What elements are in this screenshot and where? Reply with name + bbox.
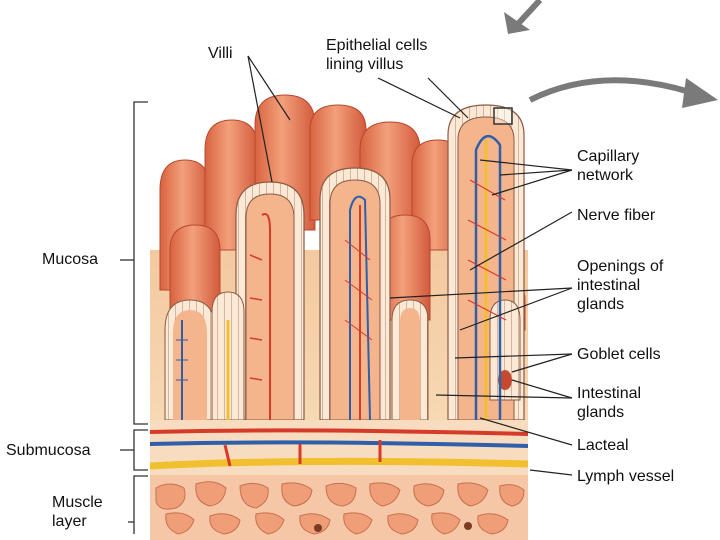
label-nerve-fiber: Nerve fiber (577, 207, 656, 224)
label-epithelial-cells: Epithelial cells lining villus (326, 37, 428, 73)
layer-brackets (120, 101, 148, 534)
label-openings-of-glands: Openings of intestinal glands (577, 258, 664, 313)
label-submucosa: Submucosa (6, 442, 91, 459)
label-villi: Villi (208, 45, 233, 62)
label-lymph-vessel: Lymph vessel (577, 468, 675, 485)
pointer-arrow-icon (504, 12, 530, 34)
muscle-layer (150, 475, 528, 540)
submucosa-layer (149, 420, 529, 475)
label-lacteal: Lacteal (577, 437, 629, 454)
magnification-box (493, 107, 513, 125)
villus-vessels (176, 135, 507, 421)
leader-lines (247, 55, 573, 476)
label-capillary-network: Capillary network (577, 148, 640, 184)
label-goblet-cells: Goblet cells (577, 346, 661, 363)
label-muscle-layer: Muscle layer (52, 494, 103, 530)
label-mucosa: Mucosa (42, 251, 99, 268)
curved-arrow-icon (682, 78, 718, 108)
pointer-arrow-icon (513, 0, 543, 29)
label-intestinal-glands: Intestinal glands (577, 385, 642, 421)
curved-arrow-icon (528, 77, 691, 103)
